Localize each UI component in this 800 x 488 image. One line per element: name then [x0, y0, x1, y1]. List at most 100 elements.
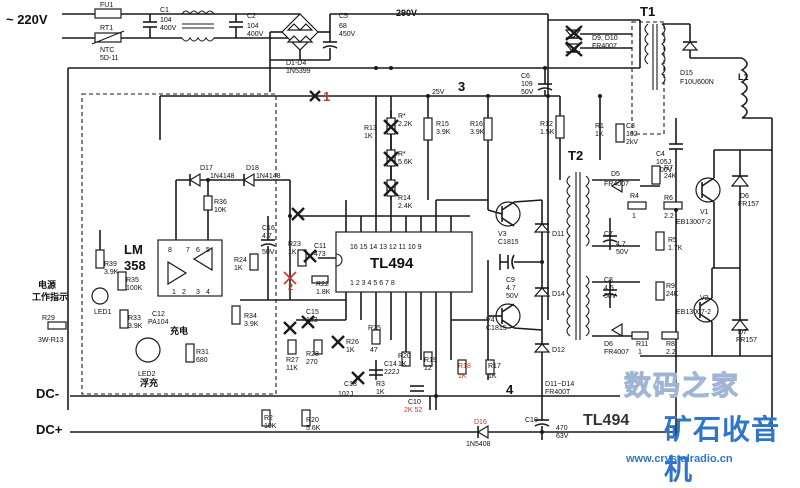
label-d16-value: 1N5408: [466, 441, 491, 448]
label-r2-value: 10K: [264, 423, 277, 430]
label-c4: C4: [656, 151, 665, 158]
output-transformer-t1: T1 D15 F10U600N L1 D9, D10 FR4007: [564, 4, 773, 430]
label-r36: R36: [214, 199, 227, 206]
label-r33-value: 3.9K: [128, 323, 143, 330]
label-r25-value: 47: [370, 347, 378, 354]
label-d6: D6: [740, 193, 749, 200]
label-r13-value: 1K: [364, 133, 373, 140]
feedback-divider: R13 1K R* 2.2K R* 5.6K R14 2.4K: [364, 110, 413, 210]
label-c5: C5: [339, 13, 348, 20]
pin-label-3: 3: [196, 289, 200, 296]
label-d14: D14: [552, 291, 565, 298]
label-r19-value: 12: [424, 365, 432, 372]
label-r36-value: 10K: [214, 207, 227, 214]
label-v3: V3: [498, 231, 507, 238]
label-d9-d10: D9, D10: [592, 35, 618, 42]
label-d6b: D6: [604, 341, 613, 348]
label-r31: R31: [196, 349, 209, 356]
label-r1-value: 1K: [595, 131, 604, 138]
label-v1-value: EB13007-2: [676, 219, 711, 226]
label-r34: R34: [244, 313, 257, 320]
label-r1: R1: [595, 123, 604, 130]
label-d18: D18: [246, 165, 259, 172]
label-c3-value: 102: [626, 131, 638, 138]
label-point-1: 1: [323, 89, 330, 104]
label-c2: C2: [247, 13, 256, 20]
label-led2: LED2: [138, 371, 156, 378]
label-bridge-value: 1N5399: [286, 68, 311, 75]
label-d5-value: FR4007: [604, 181, 629, 188]
label-c16-value: 4.7: [262, 233, 272, 240]
label-290v: 290V: [396, 8, 417, 18]
label-r29: R29: [42, 315, 55, 322]
dc-output-rails: DC- DC+ R2 10K R20 5.6K D16 1N5408: [36, 386, 676, 448]
led2-bicolor: [135, 337, 161, 363]
label-r13: R13: [364, 125, 377, 132]
diode-d17: [188, 172, 201, 188]
label-v4: V4: [486, 317, 495, 324]
label-c9: C9: [506, 277, 515, 284]
label-c14-value: 222J: [384, 369, 399, 376]
label-c10b-volt: 63V: [556, 433, 569, 440]
label-r4: R4: [630, 193, 639, 200]
label-rt1-value: 5D-11: [100, 55, 119, 62]
label-v3-value: C1815: [498, 239, 519, 246]
label-d11-d14-value: FR400T: [545, 389, 571, 396]
label-d6-value: FR157: [738, 201, 759, 208]
label-rstar1-value: 2.2K: [398, 121, 413, 128]
label-c7: C7: [604, 231, 613, 238]
label-rt1-ntc: NTC: [100, 47, 114, 54]
label-d17-value: 1N4148: [210, 173, 235, 180]
label-r28-value: 270: [306, 359, 318, 366]
label-dc-minus: DC-: [36, 386, 59, 401]
label-bridge: D1-D4: [286, 60, 306, 67]
label-r39: R39: [104, 261, 117, 268]
label-c8-volt: 50V: [604, 293, 617, 300]
label-charging: 充电: [170, 325, 188, 336]
label-d18-value: 1N4148: [256, 173, 281, 180]
label-c10b: C10: [525, 417, 538, 424]
label-r6-value: 2.2: [664, 213, 674, 220]
label-r17-value: 1K: [488, 373, 497, 380]
label-dc-plus: DC+: [36, 422, 63, 437]
pin-label-5: 5: [206, 247, 210, 254]
label-d15-value: F10U600N: [680, 79, 714, 86]
label-25v: 25V: [432, 89, 445, 96]
label-rstar1: R*: [398, 113, 406, 120]
charge-indicator-block: LM 358 8 7 6 5 1 2 3 4 R39 3.9K R35 100K…: [32, 93, 277, 395]
label-r31-value: 680: [196, 357, 208, 364]
label-c16-volt: 50V: [262, 249, 275, 256]
cap-c6: C6 109 50V: [521, 68, 553, 96]
label-v4-value: C1815: [486, 325, 507, 332]
supply-rails: 1 3 25V: [67, 14, 641, 410]
label-c2-volt: 400V: [247, 31, 264, 38]
pin-label-8: 8: [168, 247, 172, 254]
label-r8: R8: [666, 341, 675, 348]
label-d9-d10-value: FR4007: [592, 43, 617, 50]
label-r26-value: 1K: [346, 347, 355, 354]
label-r11: R11: [636, 341, 648, 348]
label-r19: R19: [424, 357, 437, 364]
label-r7-value: 24K: [664, 173, 677, 180]
driver-transistors: V3 C1815 V4 C1815 C9 4.7 50V: [486, 199, 543, 380]
label-r35: R35: [126, 277, 139, 284]
snubber-network: R1 1K C3 102 2kV C4 105J 400V R7 24K: [595, 96, 683, 440]
label-r14: R14: [398, 195, 411, 202]
bridge-rectifier-d1-d4: [281, 13, 319, 51]
label-pins-top: 16 15 14 13 12 11 10 9: [350, 244, 422, 251]
label-r27: R27: [286, 357, 299, 364]
label-c6-cap: 109: [521, 81, 533, 88]
label-r17: R17: [488, 363, 501, 370]
mains-input-section: ~ 220V FU1 RT1 NTC 5D-11 C1 104 400V: [6, 2, 548, 92]
label-r20-value: 1K: [398, 361, 407, 368]
opamp-a: [167, 260, 188, 286]
label-c13: C13: [344, 381, 357, 388]
label-c3: C3: [626, 123, 635, 130]
led1-indicator: [91, 287, 109, 305]
label-c12: C12: [152, 311, 165, 318]
label-r18: R18: [458, 363, 471, 370]
label-c5-cap: 68: [339, 23, 347, 30]
label-l1: L1: [738, 72, 749, 82]
label-d11-d14: D11~D14: [545, 381, 574, 388]
label-tl494: TL494: [370, 255, 414, 272]
